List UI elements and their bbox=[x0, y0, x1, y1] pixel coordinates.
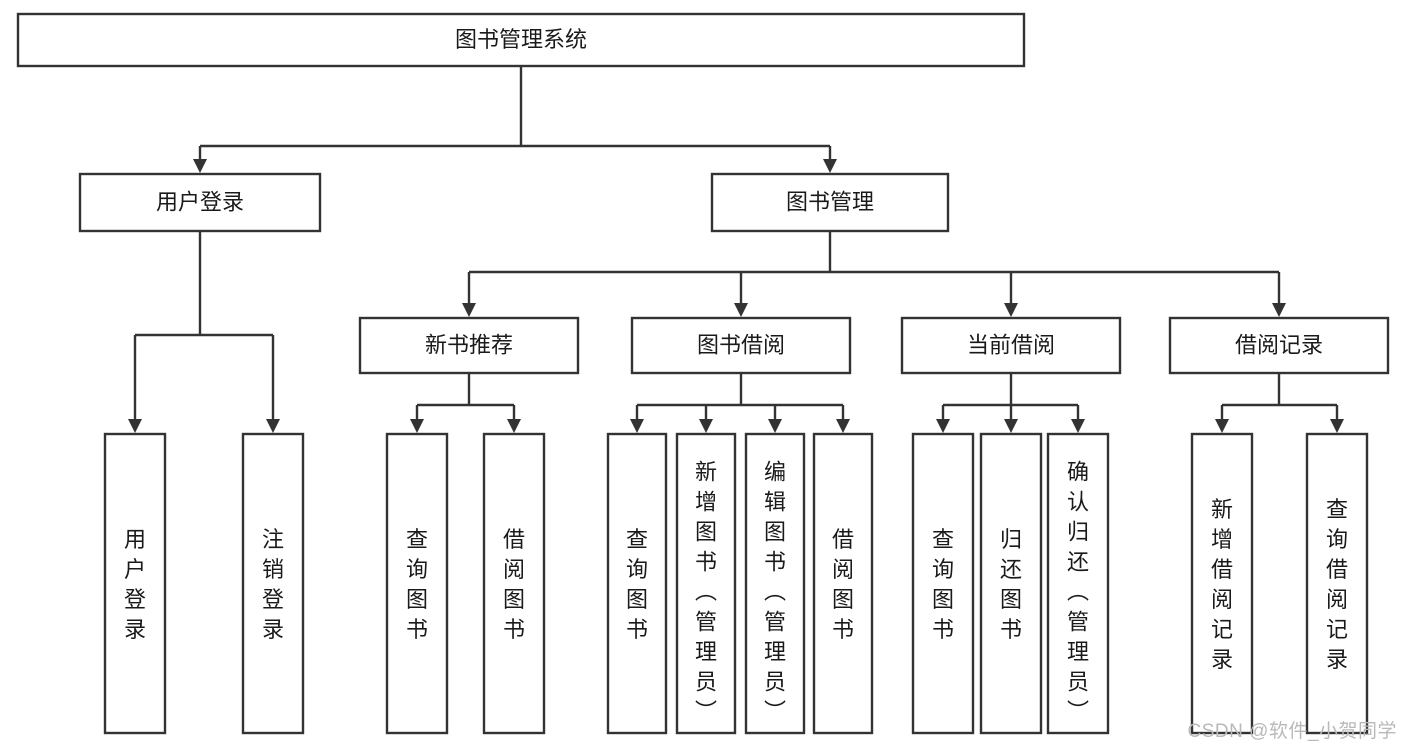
connector-user-login bbox=[128, 231, 280, 433]
node-label: 新书推荐 bbox=[425, 332, 513, 357]
node-label: 用户登录 bbox=[124, 527, 146, 642]
node-leaf-edit-book[interactable]: 编辑图书（管理员） bbox=[744, 432, 806, 735]
node-leaf-query-record[interactable]: 查询借阅记录 bbox=[1305, 432, 1369, 735]
node-label: 查询借阅记录 bbox=[1326, 497, 1348, 672]
node-new-book-rec[interactable]: 新书推荐 bbox=[358, 316, 580, 375]
node-leaf-confirm-return[interactable]: 确认归还（管理员） bbox=[1046, 432, 1110, 735]
node-label: 图书借阅 bbox=[697, 332, 785, 357]
node-leaf-add-record[interactable]: 新增借阅记录 bbox=[1190, 432, 1254, 735]
node-book-manage[interactable]: 图书管理 bbox=[710, 172, 950, 233]
node-label: 查询图书 bbox=[932, 527, 954, 642]
connector-root bbox=[193, 66, 837, 173]
node-label: 图书管理 bbox=[786, 189, 874, 214]
node-label: 查询图书 bbox=[406, 527, 428, 642]
node-label: 新增借阅记录 bbox=[1211, 497, 1233, 672]
node-label: 注销登录 bbox=[262, 527, 284, 642]
connector-borrow-record bbox=[1215, 373, 1344, 433]
node-root[interactable]: 图书管理系统 bbox=[16, 12, 1026, 68]
node-borrow-record[interactable]: 借阅记录 bbox=[1168, 316, 1390, 375]
node-leaf-add-book[interactable]: 新增图书（管理员） bbox=[675, 432, 737, 735]
node-leaf-query-book-3[interactable]: 查询图书 bbox=[911, 432, 975, 735]
connector-new-book-rec bbox=[410, 373, 521, 433]
node-label: 确认归还（管理员） bbox=[1067, 459, 1089, 724]
connector-book-manage bbox=[462, 231, 1286, 317]
node-label: 当前借阅 bbox=[967, 332, 1055, 357]
node-leaf-borrow-book-2[interactable]: 借阅图书 bbox=[812, 432, 874, 735]
node-leaf-query-book-1[interactable]: 查询图书 bbox=[385, 432, 449, 735]
node-leaf-borrow-book-1[interactable]: 借阅图书 bbox=[482, 432, 546, 735]
node-layer: 图书管理系统用户登录图书管理新书推荐图书借阅当前借阅借阅记录用户登录注销登录查询… bbox=[16, 12, 1390, 735]
connector-book-borrow bbox=[630, 373, 850, 433]
node-label: 图书管理系统 bbox=[455, 27, 587, 52]
node-label: 编辑图书（管理员） bbox=[764, 459, 786, 724]
node-leaf-user-login[interactable]: 用户登录 bbox=[103, 432, 167, 735]
node-user-login[interactable]: 用户登录 bbox=[78, 172, 322, 233]
node-label: 查询图书 bbox=[626, 527, 648, 642]
connector-layer bbox=[128, 66, 1344, 433]
csdn-watermark: CSDN @软件_小贺同学 bbox=[1187, 721, 1397, 742]
node-label: 借阅记录 bbox=[1235, 332, 1323, 357]
node-label: 借阅图书 bbox=[503, 527, 525, 642]
node-label: 借阅图书 bbox=[832, 527, 854, 642]
node-label: 归还图书 bbox=[1000, 527, 1022, 642]
node-leaf-query-book-2[interactable]: 查询图书 bbox=[606, 432, 668, 735]
node-leaf-user-logout[interactable]: 注销登录 bbox=[241, 432, 305, 735]
node-current-borrow[interactable]: 当前借阅 bbox=[900, 316, 1122, 375]
node-book-borrow[interactable]: 图书借阅 bbox=[630, 316, 852, 375]
connector-current-borrow bbox=[936, 373, 1085, 433]
node-leaf-return-book[interactable]: 归还图书 bbox=[979, 432, 1043, 735]
node-label: 新增图书（管理员） bbox=[695, 459, 717, 724]
node-label: 用户登录 bbox=[156, 189, 244, 214]
